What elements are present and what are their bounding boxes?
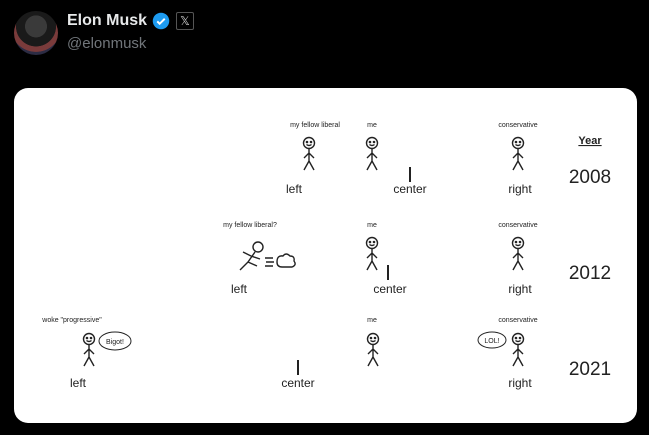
conservative-stick-figure-icon [511, 236, 525, 271]
me-label: me [367, 122, 377, 129]
left-label: left [286, 182, 303, 196]
me-stick-figure-icon [365, 136, 379, 171]
left-label: left [70, 376, 87, 390]
center-label: center [281, 376, 314, 390]
affiliate-badge-icon: 𝕏 [176, 12, 194, 30]
center-label: center [393, 182, 426, 196]
row-2021: left center right 2021 woke "progressive… [41, 317, 611, 390]
author-name[interactable]: Elon Musk [67, 12, 148, 29]
woke-stick-figure-icon [82, 332, 96, 367]
center-label: center [373, 282, 406, 296]
year-label: 2012 [569, 263, 611, 284]
conservative-label: conservative [498, 317, 537, 324]
row-2008: left center right 2008 my fellow liberal… [285, 122, 611, 196]
lol-bubble-text: LOL! [484, 338, 499, 345]
right-label: right [508, 182, 532, 196]
me-stick-figure-icon [366, 332, 380, 367]
year-header: Year [578, 135, 602, 147]
conservative-stick-figure-icon [511, 332, 525, 367]
speech-bubble [98, 331, 132, 351]
conservative-stick-figure-icon [511, 136, 525, 171]
post-image[interactable]: Year left center right 2008 my fellow li… [14, 88, 637, 423]
verified-badge-icon [152, 12, 170, 30]
avatar[interactable] [14, 11, 58, 55]
me-label: me [367, 222, 377, 229]
year-label: 2008 [569, 167, 611, 188]
running-liberal-icon [239, 241, 296, 271]
speech-bubble [477, 331, 507, 349]
liberal-label: my fellow liberal? [223, 222, 277, 229]
liberal-label: woke "progressive" [41, 317, 102, 324]
conservative-label: conservative [498, 122, 537, 129]
me-label: me [367, 317, 377, 324]
right-label: right [508, 282, 532, 296]
me-stick-figure-icon [365, 236, 379, 271]
liberal-label: my fellow liberal [290, 122, 340, 129]
political-spectrum-comic: Year left center right 2008 my fellow li… [41, 122, 611, 390]
left-label: left [231, 282, 248, 296]
right-label: right [508, 376, 532, 390]
author-handle[interactable]: @elonmusk [67, 35, 147, 52]
bigot-bubble-text: Bigot! [106, 339, 124, 346]
liberal-stick-figure-icon [302, 136, 316, 171]
row-2012: left center right 2012 my fellow liberal… [223, 222, 611, 296]
conservative-label: conservative [498, 222, 537, 229]
year-label: 2021 [569, 359, 611, 380]
